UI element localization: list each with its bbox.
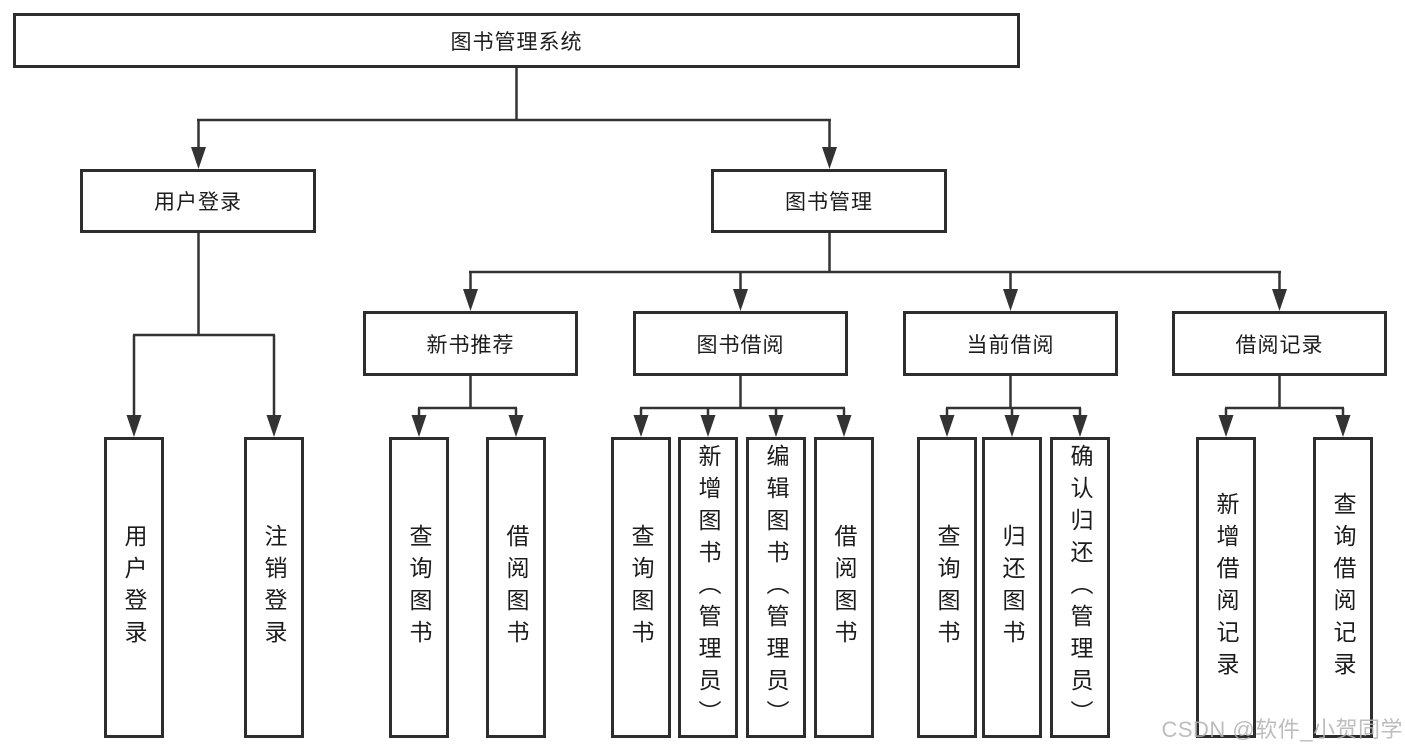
leaf-nb-query-books: 查询图书 [389, 437, 449, 738]
leaf-bb-edit-books-admin: 编辑图书（管理员） [746, 437, 806, 738]
connector-current-borrowing [939, 376, 1088, 437]
node-user-login: 用户登录 [80, 169, 316, 233]
node-new-book-recommend: 新书推荐 [363, 311, 578, 376]
arrow-down-icon [633, 415, 852, 437]
connector-root [191, 68, 837, 169]
leaf-bb-query-books: 查询图书 [611, 437, 671, 738]
connector-book-management [463, 233, 1287, 311]
leaf-bb-borrow-books: 借阅图书 [814, 437, 874, 738]
arrow-down-icon [411, 415, 524, 437]
connector-user-login [126, 233, 282, 437]
leaf-cb-return-books: 归还图书 [982, 437, 1042, 738]
leaf-bb-add-books-admin: 新增图书（管理员） [678, 437, 738, 738]
arrow-down-icon [939, 415, 1088, 437]
leaf-cb-query-books: 查询图书 [917, 437, 977, 738]
csdn-watermark: CSDN @软件_小贺同学 [1161, 717, 1403, 742]
arrow-down-icon [1218, 415, 1351, 437]
connector-book-borrowing [633, 376, 852, 437]
connector-new-book-recommend [411, 376, 524, 437]
arrow-down-icon [126, 415, 282, 437]
connector-borrow-records [1218, 376, 1351, 437]
leaf-logout: 注销登录 [244, 437, 304, 738]
node-current-borrowing: 当前借阅 [903, 311, 1118, 376]
node-book-management: 图书管理 [711, 169, 947, 233]
node-borrow-records: 借阅记录 [1172, 311, 1387, 376]
leaf-cb-confirm-return-admin: 确认归还（管理员） [1050, 437, 1110, 738]
arrow-down-icon [191, 147, 837, 169]
node-book-borrowing: 图书借阅 [633, 311, 848, 376]
leaf-user-login: 用户登录 [104, 437, 164, 738]
node-library-system: 图书管理系统 [13, 13, 1020, 68]
leaf-br-add-record: 新增借阅记录 [1196, 437, 1256, 738]
arrow-down-icon [463, 289, 1287, 311]
leaf-nb-borrow-books: 借阅图书 [486, 437, 546, 738]
leaf-br-query-record: 查询借阅记录 [1313, 437, 1373, 738]
